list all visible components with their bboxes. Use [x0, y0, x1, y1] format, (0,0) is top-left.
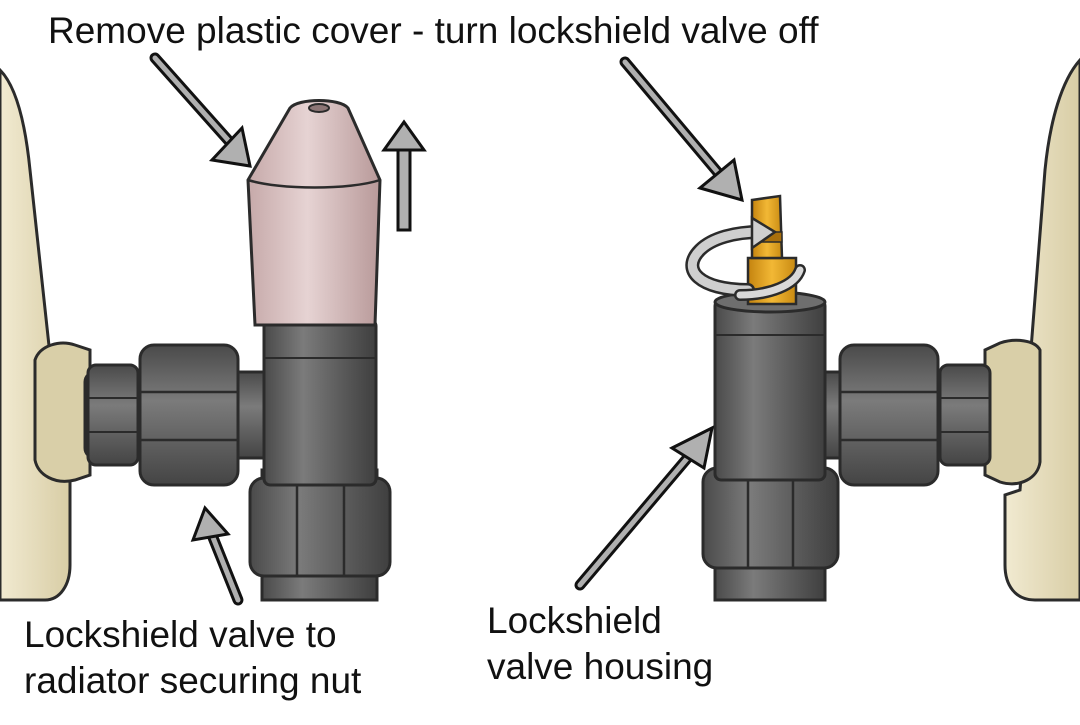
left-valve	[83, 99, 392, 602]
valve-housing-line-2: valve housing	[487, 646, 714, 687]
valve-housing-line-1: Lockshield	[487, 600, 662, 641]
arrow-to-cover	[149, 52, 252, 168]
securing-nut-annotation: Lockshield valve to radiator securing nu…	[24, 612, 361, 704]
arrow-to-valve-housing	[574, 425, 715, 591]
securing-nut-line-2: radiator securing nut	[24, 660, 362, 701]
valve-housing-annotation: Lockshield valve housing	[487, 598, 713, 690]
left-radiator	[0, 67, 92, 602]
arrow-to-spindle	[619, 56, 744, 203]
right-radiator	[983, 57, 1080, 602]
arrow-to-securing-nut	[190, 505, 244, 606]
arrow-lift-up	[381, 119, 427, 232]
securing-nut-line-1: Lockshield valve to	[24, 614, 337, 655]
right-valve	[685, 194, 992, 602]
title-annotation: Remove plastic cover - turn lockshield v…	[48, 10, 819, 51]
